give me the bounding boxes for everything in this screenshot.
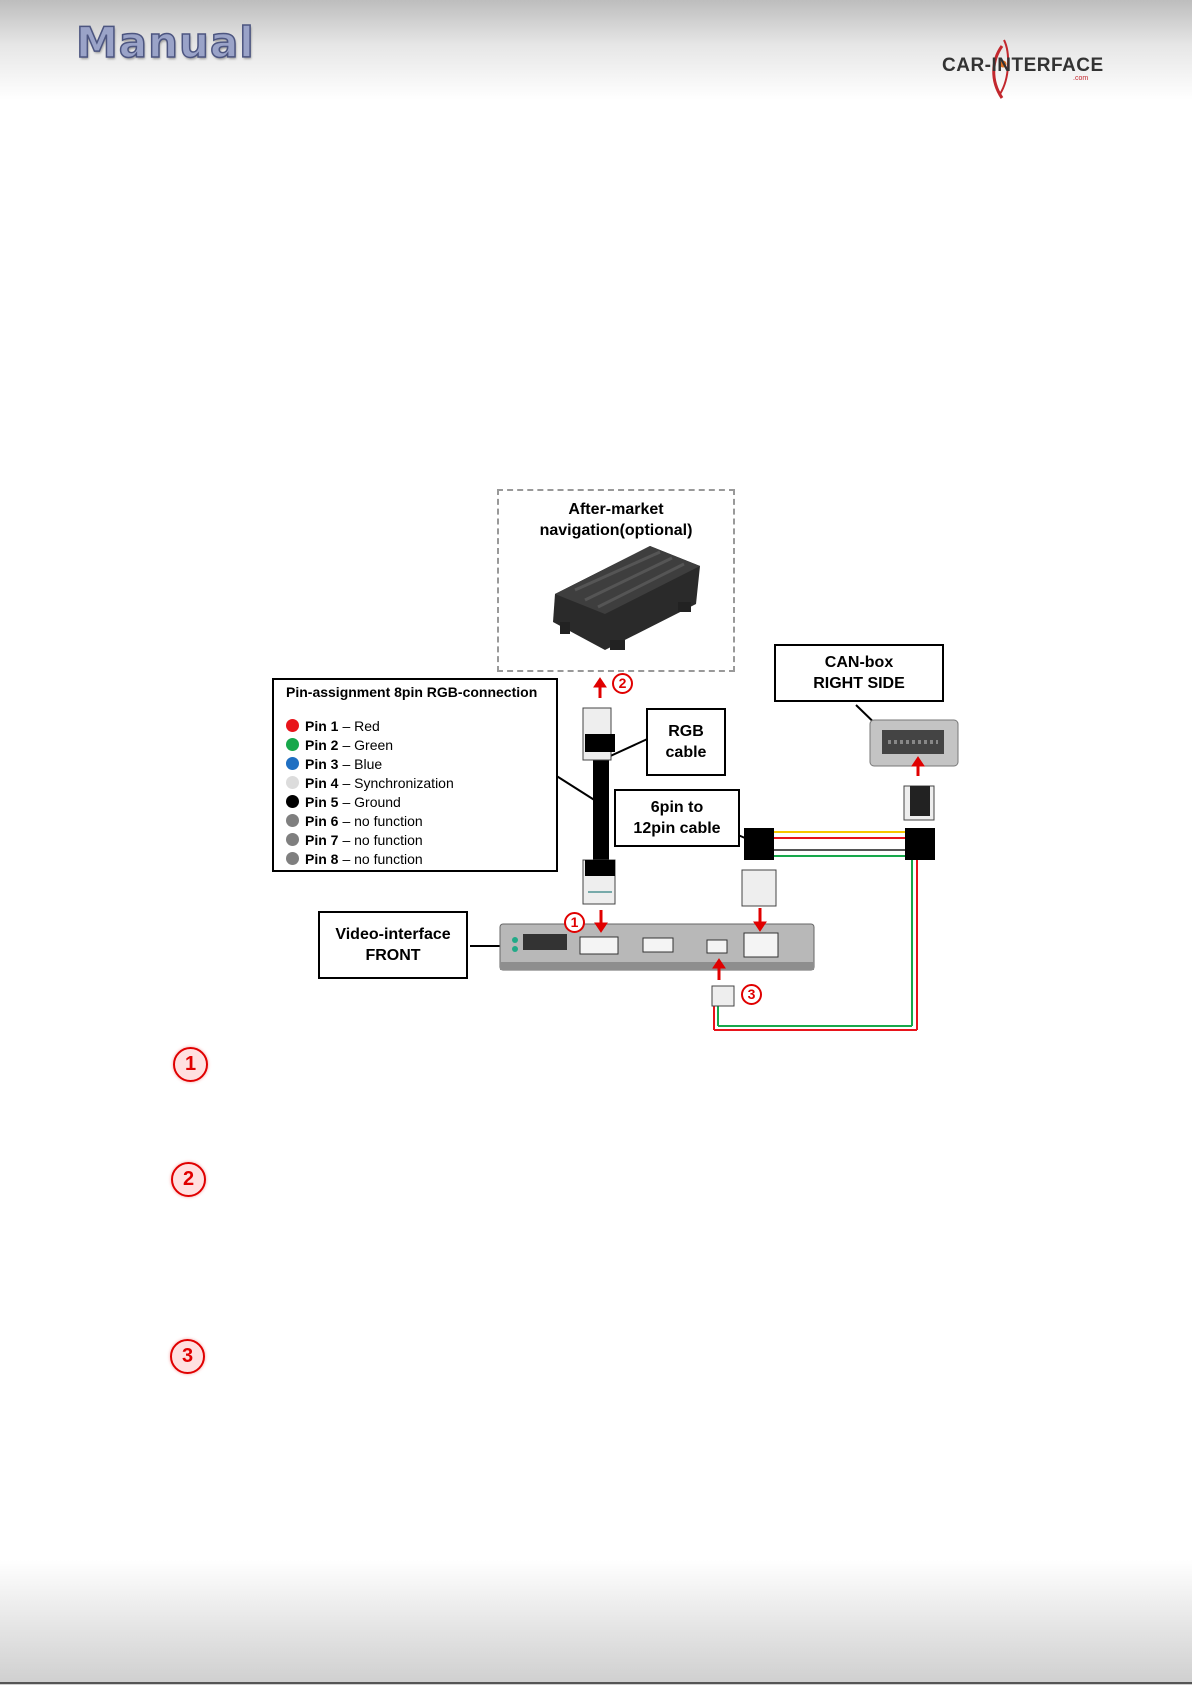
6pin-12pin-cable-label: 6pin to 12pin cable bbox=[614, 789, 740, 847]
pin-assignment-title: Pin-assignment 8pin RGB-connection bbox=[286, 684, 538, 700]
pin-label: Pin 1 bbox=[305, 717, 339, 734]
video-label-line2: FRONT bbox=[365, 947, 421, 964]
pin-color-dot-icon bbox=[286, 814, 299, 827]
video-interface-label: Video-interface FRONT bbox=[318, 911, 468, 979]
canbox-label: CAN-box RIGHT SIDE bbox=[774, 644, 944, 702]
pin-row: Pin 2– Green bbox=[286, 735, 393, 754]
pin-row: Pin 4– Synchronization bbox=[286, 773, 454, 792]
pin-label: Pin 5 bbox=[305, 793, 339, 810]
canbox-label-line1: CAN-box bbox=[824, 654, 894, 671]
nav-title-line2: navigation(optional) bbox=[539, 522, 693, 539]
rgb-label-line2: cable bbox=[665, 744, 707, 761]
rgb-label-line1: RGB bbox=[668, 723, 704, 740]
pin-color-dot-icon bbox=[286, 738, 299, 751]
pin-desc: – Red bbox=[342, 717, 380, 734]
pin-color-dot-icon bbox=[286, 833, 299, 846]
car-interface-logo: CAR-INTERFACE .com bbox=[940, 38, 1110, 100]
pin-label: Pin 8 bbox=[305, 850, 339, 867]
pin-label: Pin 3 bbox=[305, 755, 339, 772]
pin-row: Pin 5– Ground bbox=[286, 792, 401, 811]
pin-label: Pin 7 bbox=[305, 831, 339, 848]
pin-desc: – no function bbox=[342, 831, 423, 848]
list-marker-1: 1 bbox=[173, 1047, 208, 1082]
diagram-marker-3: 3 bbox=[741, 984, 762, 1005]
cable6-label-line2: 12pin cable bbox=[633, 820, 721, 837]
pin-desc: – no function bbox=[342, 850, 423, 867]
pin-label: Pin 2 bbox=[305, 736, 339, 753]
pin-color-dot-icon bbox=[286, 719, 299, 732]
pin-desc: – Green bbox=[342, 736, 394, 753]
pin-color-dot-icon bbox=[286, 795, 299, 808]
diagram-marker-2: 2 bbox=[612, 673, 633, 694]
pin-desc: – Ground bbox=[342, 793, 401, 810]
pin-desc: – Synchronization bbox=[342, 774, 454, 791]
pin-desc: – Blue bbox=[342, 755, 383, 772]
pin-row: Pin 7– no function bbox=[286, 830, 423, 849]
pin-color-dot-icon bbox=[286, 776, 299, 789]
logo-swoosh-icon bbox=[992, 39, 1010, 99]
aftermarket-navigation-title: After-market navigation(optional) bbox=[499, 499, 733, 541]
canbox-label-line2: RIGHT SIDE bbox=[813, 675, 905, 692]
pin-label: Pin 4 bbox=[305, 774, 339, 791]
page-footer-band bbox=[0, 1560, 1192, 1685]
page-header-band bbox=[0, 0, 1192, 100]
pin-assignment-box: Pin-assignment 8pin RGB-connection Pin 1… bbox=[272, 678, 558, 872]
rgb-cable-label: RGB cable bbox=[646, 708, 726, 776]
footer-divider bbox=[0, 1682, 1192, 1684]
nav-title-line1: After-market bbox=[568, 501, 664, 518]
pin-color-dot-icon bbox=[286, 757, 299, 770]
pin-row: Pin 3– Blue bbox=[286, 754, 382, 773]
aftermarket-navigation-frame: After-market navigation(optional) bbox=[497, 489, 735, 672]
manual-title: Manual bbox=[75, 17, 255, 68]
cable6-label-line1: 6pin to bbox=[650, 799, 704, 816]
logo-text: CAR-INTERFACE bbox=[942, 55, 1104, 76]
canbox-device-image bbox=[869, 719, 959, 767]
video-interface-device-image bbox=[499, 923, 815, 971]
pin-desc: – no function bbox=[342, 812, 423, 829]
list-marker-2: 2 bbox=[171, 1162, 206, 1197]
list-marker-3: 3 bbox=[170, 1339, 205, 1374]
pin-color-dot-icon bbox=[286, 852, 299, 865]
pin-label: Pin 6 bbox=[305, 812, 339, 829]
video-label-line1: Video-interface bbox=[335, 926, 451, 943]
navigation-device-image bbox=[553, 546, 700, 650]
pin-row: Pin 1– Red bbox=[286, 716, 380, 735]
pin-row: Pin 6– no function bbox=[286, 811, 423, 830]
logo-suffix: .com bbox=[1073, 75, 1089, 82]
diagram-marker-1: 1 bbox=[564, 912, 585, 933]
pin-row: Pin 8– no function bbox=[286, 849, 423, 868]
